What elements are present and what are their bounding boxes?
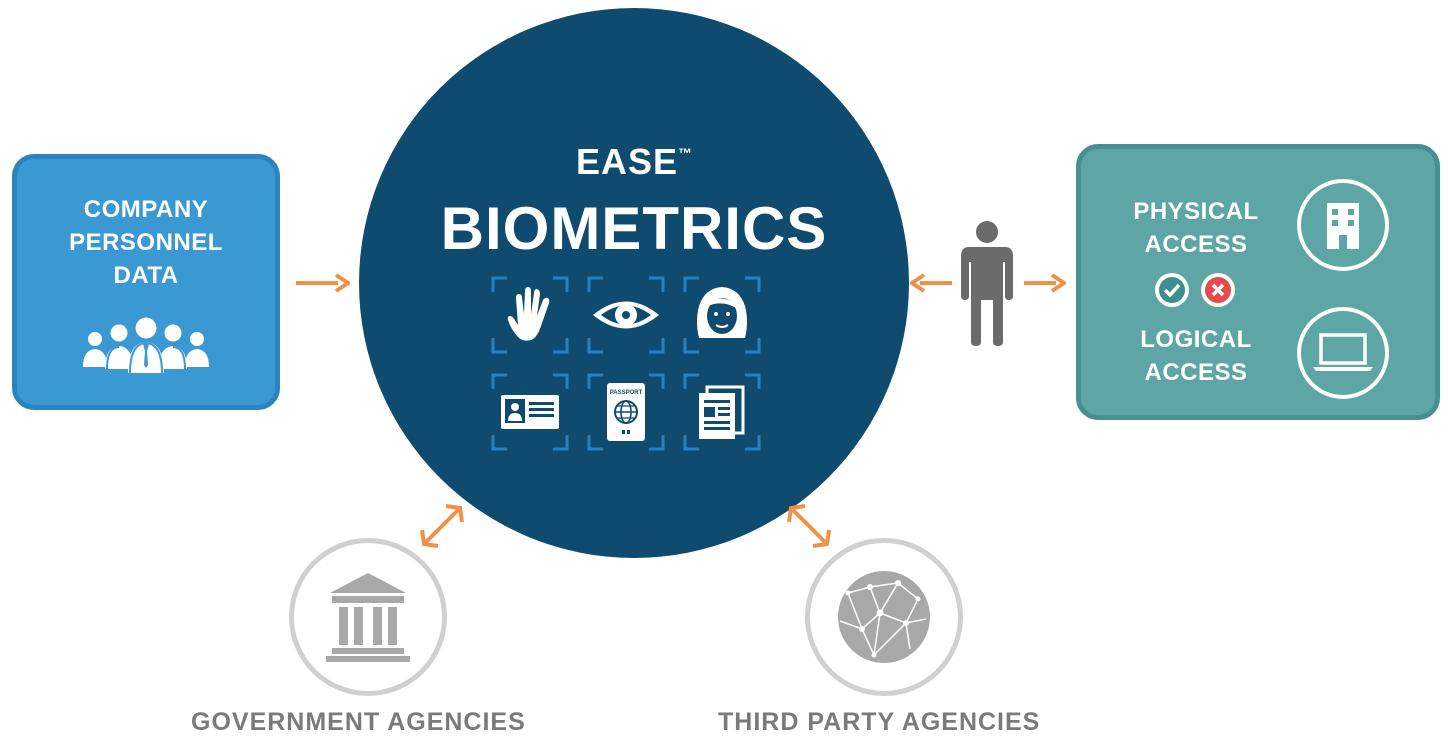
arrow-center-government	[416, 500, 468, 552]
third-party-agencies-label: THIRD PARTY AGENCIES	[718, 708, 1041, 736]
x-icon	[1201, 273, 1235, 307]
physical-access-label: PHYSICAL ACCESS	[1101, 195, 1291, 261]
arrow-company-to-center	[294, 273, 350, 293]
passport-icon: PASSPORT	[587, 373, 665, 451]
physical-line-2: ACCESS	[1144, 231, 1248, 258]
network-globe-icon	[805, 538, 963, 696]
company-line-1: COMPANY	[83, 196, 209, 223]
logical-access-label: LOGICAL ACCESS	[1101, 323, 1291, 389]
government-agencies-label: GOVERNMENT AGENCIES	[191, 708, 526, 736]
building-icon	[1297, 179, 1389, 271]
arrow-person-to-center	[910, 273, 954, 293]
ease-label: EASE™	[359, 141, 909, 183]
biometrics-title: BIOMETRICS	[440, 195, 828, 262]
document-icon	[683, 373, 761, 451]
face-icon	[683, 276, 761, 354]
hand-icon	[491, 276, 569, 354]
eye-icon	[587, 276, 665, 354]
company-personnel-box: COMPANY PERSONNEL DATA	[12, 154, 280, 410]
arrow-person-to-access	[1022, 273, 1066, 293]
person-icon	[955, 220, 1019, 346]
arrow-center-third-party	[783, 500, 835, 552]
company-line-3: DATA	[113, 262, 179, 289]
ease-text: EASE	[575, 141, 679, 182]
access-box: PHYSICAL ACCESS LOGICAL ACCESS	[1076, 144, 1440, 420]
trademark-symbol: ™	[678, 145, 693, 161]
passport-text: PASSPORT	[610, 390, 643, 396]
logical-line-2: ACCESS	[1144, 359, 1248, 386]
ease-biometrics-circle: EASE™ BIOMETRICS	[359, 8, 909, 558]
people-group-icon	[81, 317, 211, 375]
company-personnel-title: COMPANY PERSONNEL DATA	[17, 193, 275, 292]
laptop-icon	[1297, 307, 1389, 399]
company-line-2: PERSONNEL	[69, 229, 223, 256]
check-icon	[1155, 273, 1189, 307]
government-building-icon	[289, 538, 447, 696]
id-card-icon	[491, 373, 569, 451]
physical-line-1: PHYSICAL	[1133, 198, 1259, 225]
logical-line-1: LOGICAL	[1140, 326, 1252, 353]
